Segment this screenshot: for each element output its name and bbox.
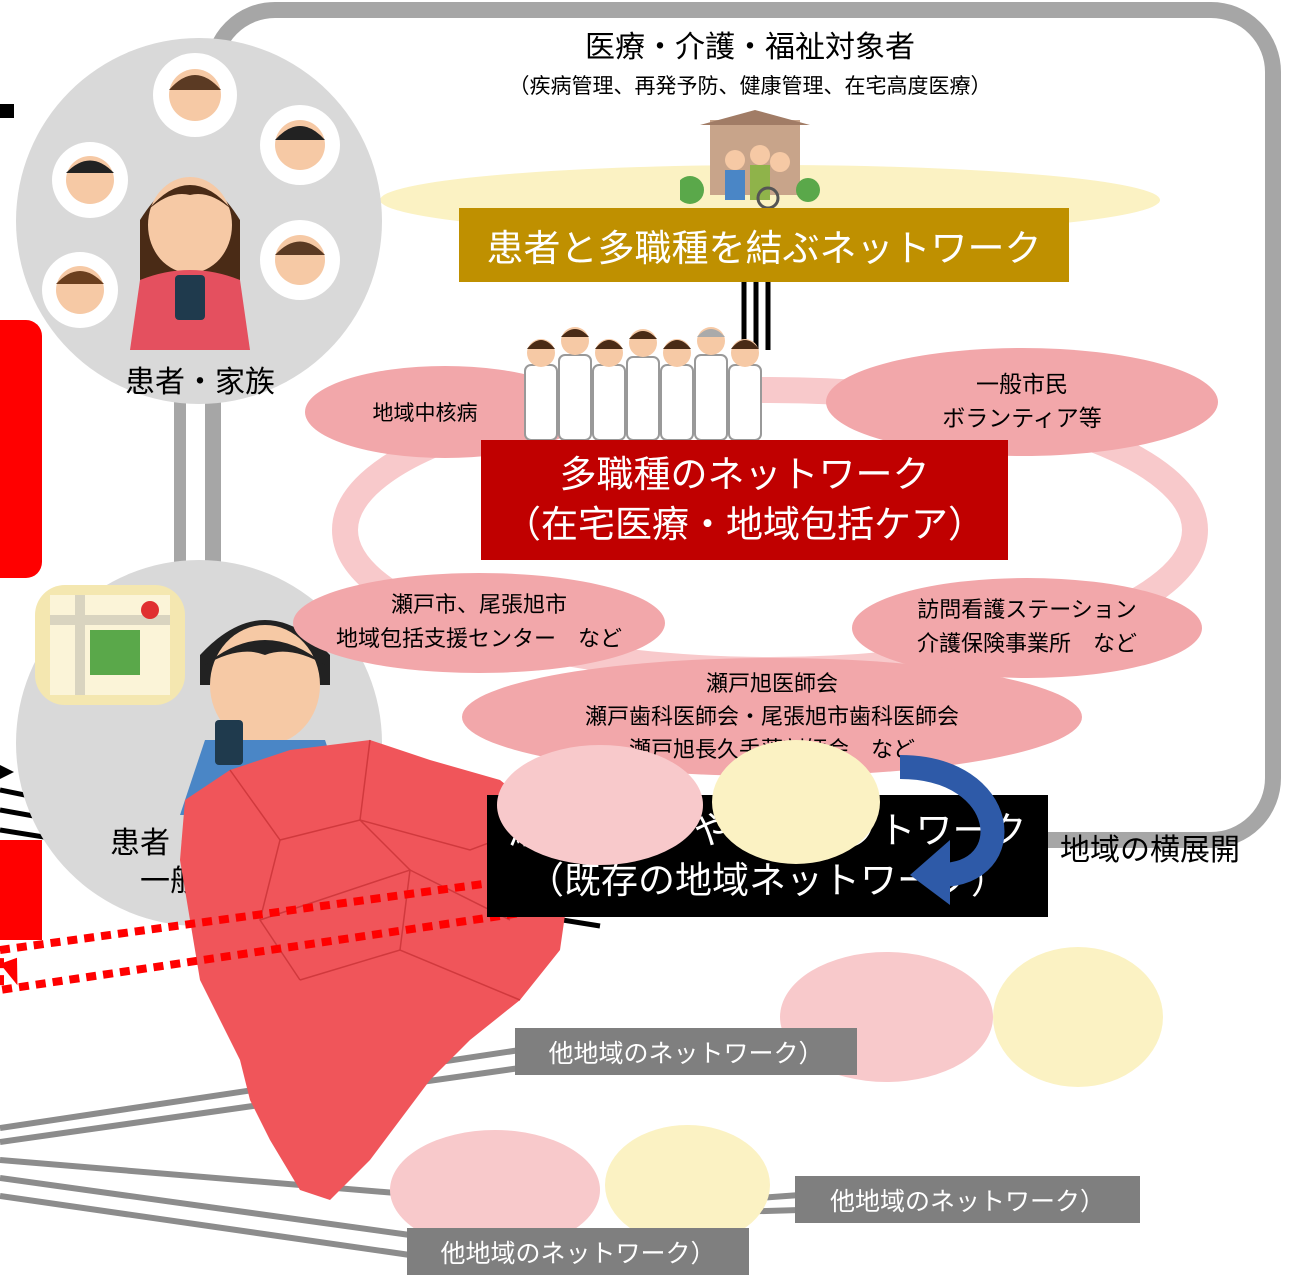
target-title: 医療・介護・福祉対象者 bbox=[585, 30, 915, 65]
left-black-square bbox=[0, 104, 14, 118]
left-red-box-top bbox=[0, 320, 42, 578]
patient-network-box: 患者と多職種を結ぶネットワーク bbox=[459, 208, 1069, 282]
target-subtitle: （疾病管理、再発予防、健康管理、在宅高度医療） bbox=[508, 74, 992, 98]
expansion-arrow bbox=[899, 755, 1005, 905]
community-illustration bbox=[680, 110, 820, 210]
other-network-label-3: 他地域のネットワーク） bbox=[407, 1228, 749, 1275]
family-illustration bbox=[42, 53, 340, 350]
other-network-label-1: 他地域のネットワーク） bbox=[515, 1028, 857, 1075]
multi-network-line2: （在宅医療・地域包括ケア） bbox=[504, 503, 985, 546]
expansion-label: 地域の横展開 bbox=[1060, 833, 1240, 868]
citizens-volunteer-line1: 一般市民 bbox=[976, 372, 1068, 398]
citizens-volunteer-ellipse: 一般市民 ボランティア等 bbox=[826, 348, 1218, 456]
nursing-ellipse: 訪問看護ステーション 介護保険事業所 など bbox=[852, 578, 1202, 678]
other-network-3-community-bg bbox=[605, 1125, 770, 1245]
seto-city-ellipse: 瀬戸市、尾張旭市 地域包括支援センター など bbox=[293, 573, 665, 673]
core-hospital-label: 地域中核病 bbox=[372, 401, 478, 425]
multi-network-line1: 多職種のネットワーク bbox=[559, 453, 930, 496]
other-network-1-community-bg bbox=[712, 740, 880, 864]
seto-city-line2: 地域包括支援センター など bbox=[335, 627, 622, 652]
citizens-volunteer-line2: ボランティア等 bbox=[942, 406, 1102, 432]
multi-profession-network-box: 多職種のネットワーク （在宅医療・地域包括ケア） bbox=[481, 440, 1008, 560]
other-network-2-community-bg bbox=[993, 947, 1163, 1087]
medical-staff-illustration bbox=[524, 327, 762, 441]
medical-association-line2: 瀬戸歯科医師会・尾張旭市歯科医師会 bbox=[584, 704, 959, 730]
nursing-line1: 訪問看護ステーション bbox=[917, 598, 1137, 623]
nursing-line2: 介護保険事業所 など bbox=[916, 632, 1137, 657]
family-label: 患者・家族 bbox=[125, 365, 275, 400]
left-red-box-bottom bbox=[0, 840, 42, 940]
seto-city-line1: 瀬戸市、尾張旭市 bbox=[390, 593, 567, 618]
citizen-illustration bbox=[35, 585, 350, 815]
other-network-label-2: 他地域のネットワーク） bbox=[795, 1176, 1140, 1223]
other-network-1-staff-bg bbox=[497, 745, 703, 865]
medical-association-line1: 瀬戸旭医師会 bbox=[705, 671, 838, 697]
left-arrow-tip bbox=[0, 765, 14, 779]
